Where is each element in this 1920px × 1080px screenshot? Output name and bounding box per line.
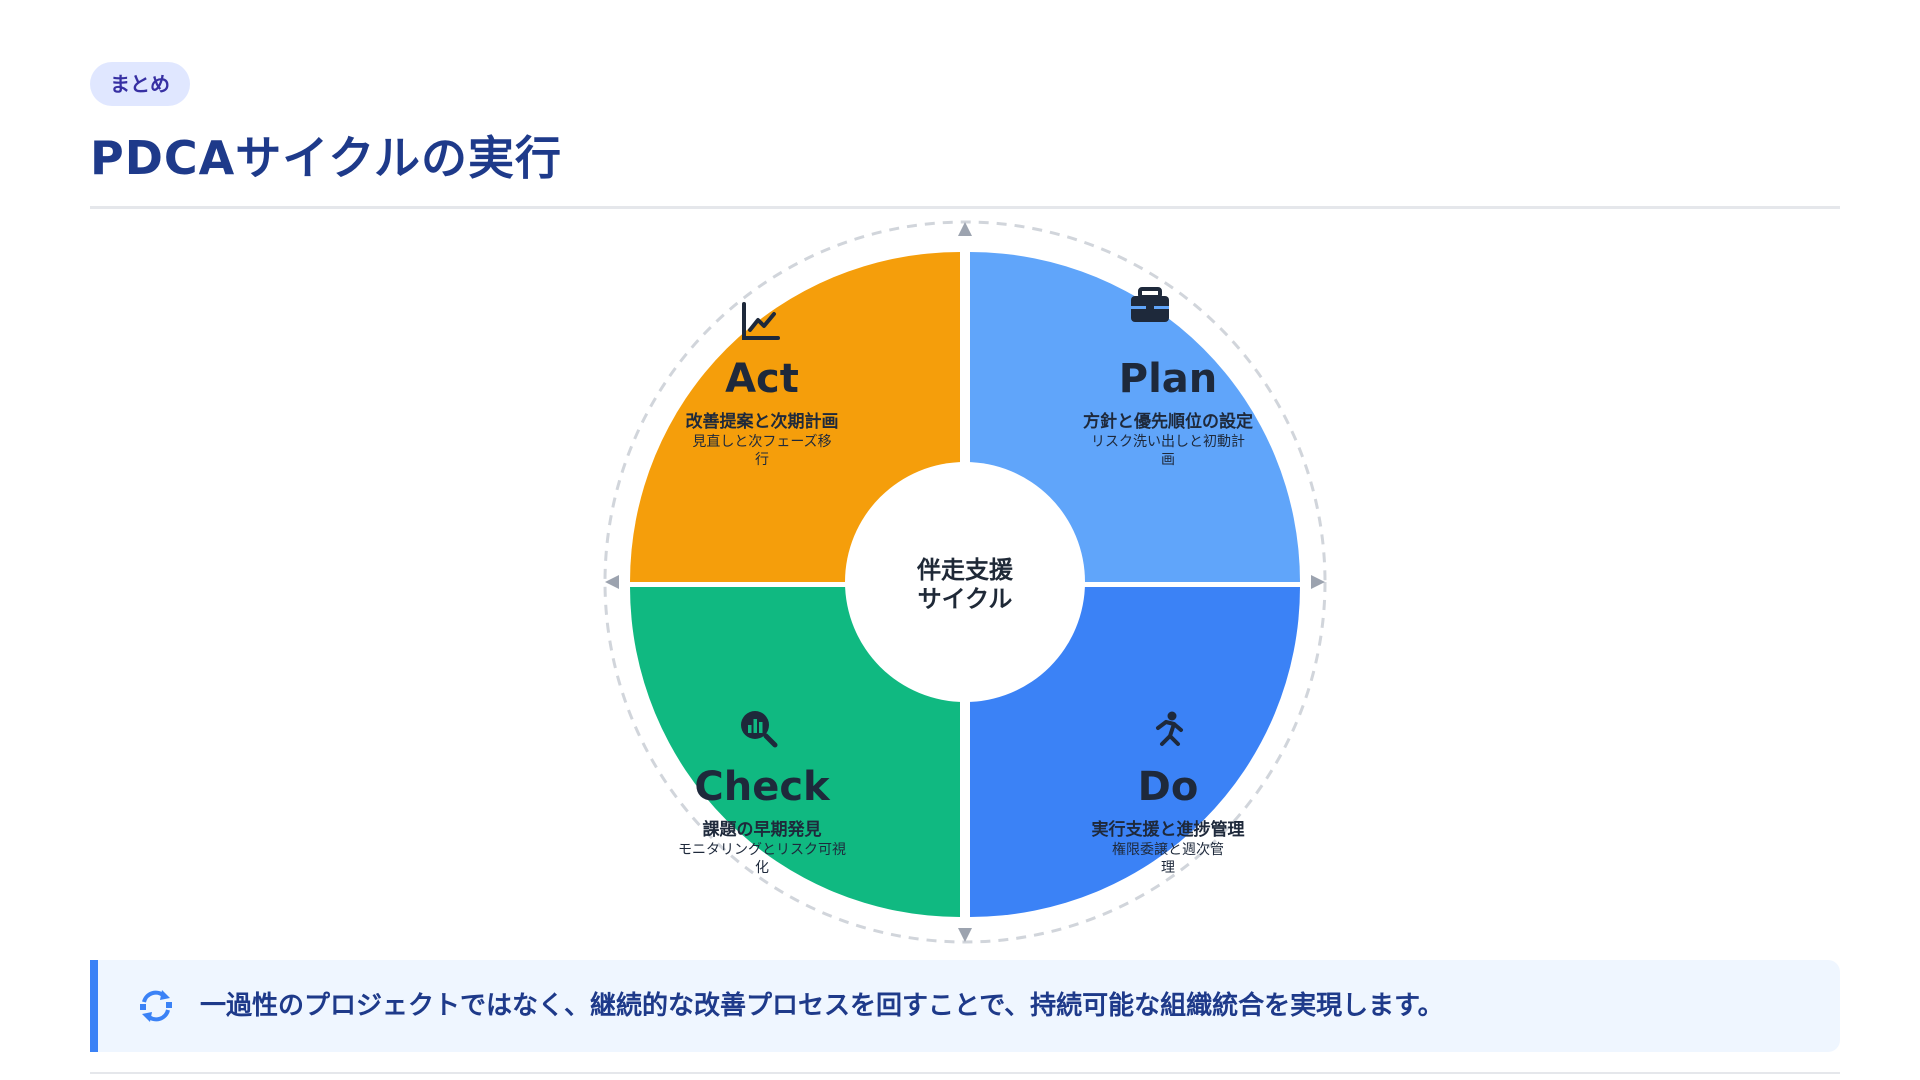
title-divider (90, 206, 1840, 209)
check-detail-line1: モニタリングとリスク可視 (678, 842, 846, 858)
footer-divider (90, 1072, 1840, 1074)
orbit-arrow-left (605, 575, 619, 589)
plan-label: Plan (1119, 356, 1218, 402)
check-label: Check (694, 764, 831, 810)
do-detail-line2: 理 (1161, 860, 1175, 876)
section-badge: まとめ (90, 62, 190, 106)
check-detail-line2: 化 (755, 860, 769, 876)
quadrant-plan (970, 252, 1300, 582)
orbit-arrow-top (958, 222, 972, 236)
orbit-arrow-bottom (958, 928, 972, 942)
plan-briefcase-icon (1131, 287, 1169, 322)
act-detail-line1: 見直しと次フェーズ移 (692, 433, 831, 450)
orbit-arrow-right (1311, 575, 1325, 589)
do-running-person-icon (1156, 711, 1183, 746)
page-title: PDCAサイクルの実行 (90, 131, 562, 185)
summary-text: 一過性のプロジェクトではなく、継続的な改善プロセスを回すことで、持続可能な組織統… (200, 991, 1444, 1021)
plan-description: 方針と優先順位の設定 (1083, 411, 1253, 432)
check-magnifier-chart-icon (741, 711, 778, 748)
recycle-icon (140, 990, 172, 1022)
act-description: 改善提案と次期計画 (686, 411, 839, 432)
quadrant-check (630, 587, 960, 917)
check-description: 課題の早期発見 (703, 819, 822, 840)
act-label: Act (725, 356, 799, 402)
plan-detail-line1: リスク洗い出しと初動計 (1091, 433, 1245, 450)
act-detail-line2: 行 (755, 452, 769, 468)
plan-detail-line2: 画 (1161, 452, 1175, 468)
quadrant-act (630, 252, 960, 582)
do-label: Do (1138, 764, 1199, 810)
center-label-line2: サイクル (918, 585, 1013, 613)
quadrant-do (970, 587, 1300, 917)
do-detail-line1: 権限委譲と週次管 (1112, 841, 1224, 858)
center-hub (845, 462, 1085, 702)
do-description: 実行支援と進捗管理 (1092, 819, 1245, 840)
act-line-chart-icon (742, 302, 780, 340)
summary-callout: 一過性のプロジェクトではなく、継続的な改善プロセスを回すことで、持続可能な組織統… (90, 960, 1840, 1052)
center-label-line1: 伴走支援 (916, 556, 1014, 584)
